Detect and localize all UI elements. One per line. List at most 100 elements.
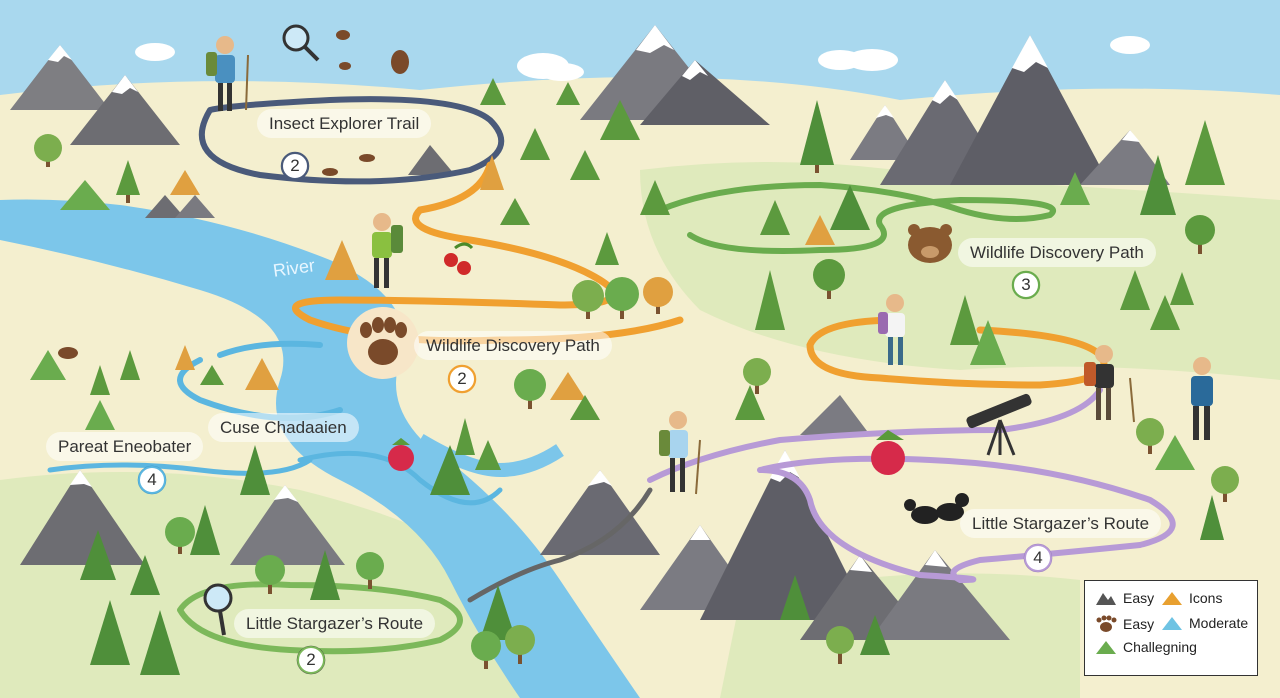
bug-icon (58, 347, 78, 359)
legend-label: Easy (1123, 616, 1155, 632)
trail-name: Little Stargazer’s Route (960, 509, 1162, 538)
tree (605, 277, 639, 319)
tree (800, 100, 834, 173)
orange-mountain-icon (1162, 592, 1182, 605)
tree (735, 385, 765, 420)
tree (643, 277, 673, 314)
trail-label-wildlife-discovery-3[interactable]: Wildlife Discovery Path (958, 238, 1156, 267)
trail-number-badge: 2 (448, 365, 476, 393)
legend-item: Easy (1095, 590, 1154, 606)
trail-name: Wildlife Discovery Path (958, 238, 1156, 267)
paw-print-icon (347, 307, 419, 379)
tree (556, 82, 580, 105)
tree (570, 150, 600, 180)
trail-number-badge: 4 (1024, 544, 1052, 572)
trail-number-badge: 3 (1012, 271, 1040, 299)
tree (550, 372, 586, 400)
legend-item: Easy (1095, 615, 1154, 633)
clouds (135, 36, 1150, 81)
mountain (10, 45, 110, 110)
legend-label: Challegning (1123, 639, 1197, 655)
map-legend: Easy Icons Easy Moderate Challegning (1084, 580, 1258, 676)
tree (813, 259, 845, 299)
magnifier-icon (282, 24, 320, 62)
tree (255, 555, 285, 594)
tree (116, 160, 140, 203)
tree (600, 100, 640, 140)
tree (1200, 495, 1224, 540)
hiker (659, 411, 701, 495)
meadow-east (640, 162, 1280, 380)
trail-label-cuse-chadaaien[interactable]: Cuse Chadaaien (208, 413, 359, 442)
trail-river-west (47, 450, 503, 506)
tree (480, 78, 506, 105)
hiker (372, 213, 403, 288)
tree (743, 358, 771, 394)
tree (30, 350, 66, 380)
trail-name: Cuse Chadaaien (208, 413, 359, 442)
tree (165, 517, 195, 554)
trail-name: Insect Explorer Trail (257, 109, 432, 138)
river (0, 199, 640, 698)
tree (120, 350, 140, 380)
tree (520, 128, 550, 160)
tree (240, 445, 270, 495)
tree (780, 575, 810, 620)
trail-label-pareat-eneobater[interactable]: Pareat Eneobater (46, 432, 204, 461)
bug-icon (359, 154, 375, 162)
tree (480, 155, 504, 190)
legend-label: Moderate (1189, 615, 1249, 631)
legend-label: Icons (1189, 590, 1223, 606)
trail-wildlife-discovery-3 (657, 181, 1056, 254)
bug-icon (391, 50, 409, 74)
trail-label-little-stargazer-4[interactable]: Little Stargazer’s Route (960, 509, 1162, 538)
tree (1185, 215, 1215, 254)
trail-label-little-stargazer-2[interactable]: Little Stargazer’s Route (234, 609, 436, 638)
tree (950, 295, 980, 345)
trail-connector (467, 487, 653, 603)
legend-label: Easy (1123, 590, 1155, 606)
tree (500, 198, 530, 225)
magnifier-icon (203, 583, 233, 636)
trail-label-wildlife-discovery-2[interactable]: Wildlife Discovery Path (414, 331, 612, 360)
tree (1140, 155, 1176, 215)
tree (1150, 295, 1180, 330)
raspberry-icon (871, 430, 905, 475)
blue-mountain-icon (1162, 617, 1182, 630)
mountain (70, 75, 180, 145)
mountain-range (10, 25, 1170, 640)
tree (34, 134, 62, 167)
tree (310, 550, 340, 600)
trail-number-badge: 2 (297, 646, 325, 674)
tree (1211, 466, 1239, 502)
legend-item: Challegning (1095, 639, 1197, 655)
tree (1136, 418, 1164, 454)
mountain (540, 470, 660, 555)
trail-number-badge: 2 (281, 152, 309, 180)
tree (1060, 172, 1090, 205)
tree (514, 369, 546, 409)
tree (505, 625, 535, 664)
mountain (1080, 130, 1170, 185)
tree (805, 215, 835, 245)
trail-name: Little Stargazer’s Route (234, 609, 436, 638)
mountain (20, 470, 145, 565)
tree (356, 552, 384, 589)
tree (190, 505, 220, 555)
dog-icon (904, 493, 969, 524)
tree (760, 200, 790, 235)
green-mountain-icon (1096, 641, 1116, 654)
tree (130, 555, 160, 595)
tree (455, 418, 475, 455)
tree (860, 615, 890, 655)
tree (200, 365, 224, 385)
trail-label-insect-explorer[interactable]: Insect Explorer Trail (257, 109, 432, 138)
tree (475, 440, 501, 470)
tree (60, 180, 110, 210)
bug-icon (336, 30, 350, 40)
tree (1185, 120, 1225, 185)
telescope-icon (966, 393, 1032, 456)
trail-insect-explorer (198, 96, 505, 185)
